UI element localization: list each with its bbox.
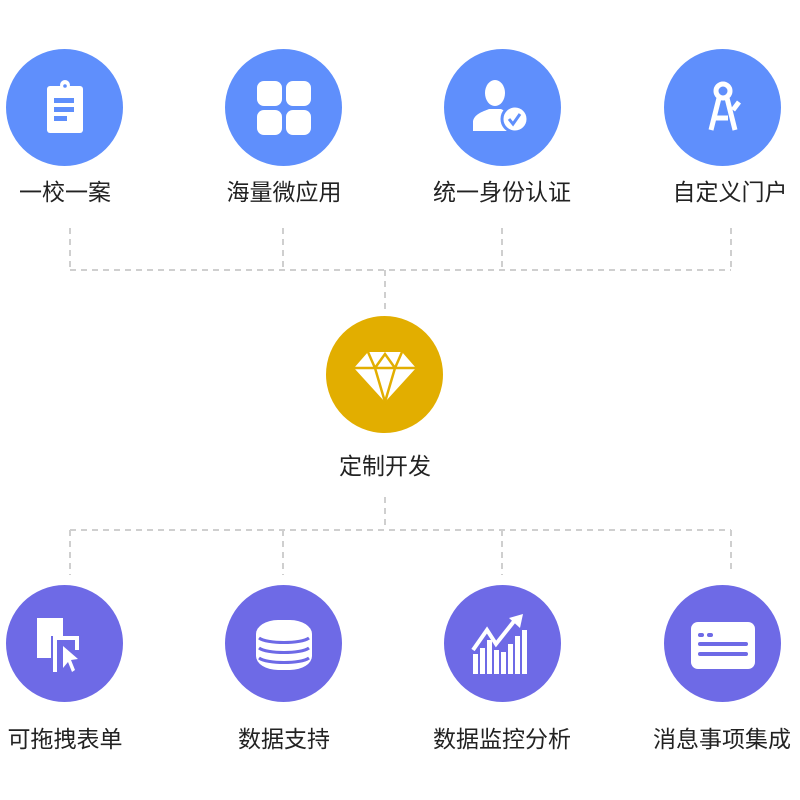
apps-grid-icon	[256, 80, 311, 135]
chart-growth-icon-circle	[444, 585, 561, 702]
drag-form-icon	[36, 617, 79, 674]
clipboard-icon-circle	[6, 49, 123, 166]
apps-grid-icon-circle	[225, 49, 342, 166]
feature-label: 海量微应用	[226, 180, 342, 206]
chart-growth-icon	[470, 613, 527, 674]
clipboard-icon	[46, 79, 83, 133]
feature-label: 消息事项集成	[653, 727, 791, 753]
message-card-icon-circle	[664, 585, 781, 702]
feature-label: 自定义门户	[672, 180, 788, 206]
compass-icon-circle	[664, 49, 781, 166]
center-label: 定制开发	[339, 454, 431, 480]
feature-label: 数据监控分析	[433, 727, 571, 753]
diamond-icon	[353, 350, 416, 406]
database-icon	[255, 619, 312, 670]
feature-label: 一校一案	[19, 180, 111, 206]
message-card-icon	[690, 621, 755, 669]
feature-label: 统一身份认证	[433, 180, 571, 206]
user-verified-icon-circle	[444, 49, 561, 166]
compass-icon	[708, 81, 741, 131]
database-icon-circle	[225, 585, 342, 702]
feature-label: 数据支持	[238, 727, 330, 753]
drag-form-icon-circle	[6, 585, 123, 702]
diamond-icon-circle	[326, 316, 443, 433]
feature-label: 可拖拽表单	[7, 727, 123, 753]
user-verified-icon	[472, 79, 529, 133]
